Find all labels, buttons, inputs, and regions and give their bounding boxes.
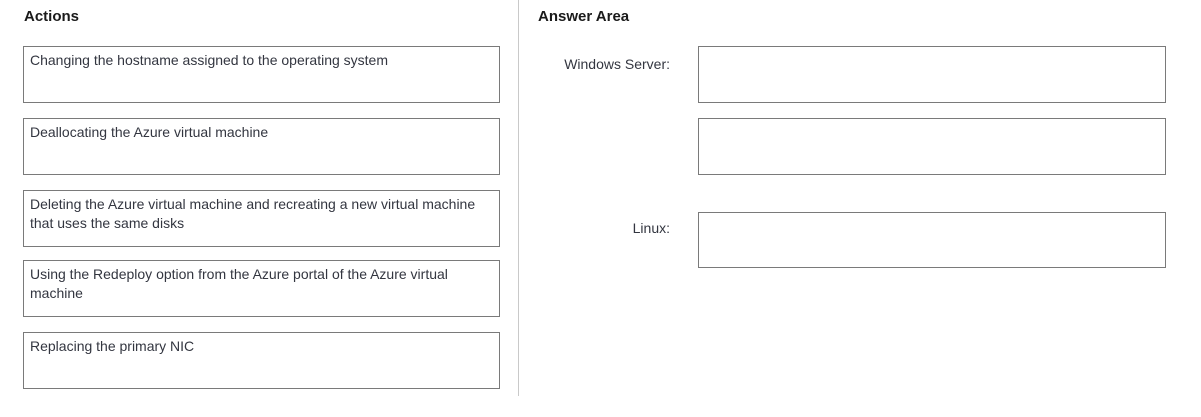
actions-column-title: Actions <box>24 8 80 25</box>
answer-area-title: Answer Area <box>538 8 630 25</box>
column-divider <box>518 0 519 396</box>
action-card-replace-nic[interactable]: Replacing the primary NIC <box>23 332 500 389</box>
action-card-redeploy-option[interactable]: Using the Redeploy option from the Azure… <box>23 260 500 317</box>
answer-slot-windows-2[interactable] <box>698 118 1166 175</box>
answer-slot-windows-1[interactable] <box>698 46 1166 103</box>
action-card-deallocate-vm[interactable]: Deallocating the Azure virtual machine <box>23 118 500 175</box>
linux-label: Linux: <box>632 220 670 236</box>
windows-server-label: Windows Server: <box>564 56 670 72</box>
answer-slot-linux-1[interactable] <box>698 212 1166 268</box>
action-card-delete-recreate-vm[interactable]: Deleting the Azure virtual machine and r… <box>23 190 500 247</box>
action-card-change-hostname[interactable]: Changing the hostname assigned to the op… <box>23 46 500 103</box>
